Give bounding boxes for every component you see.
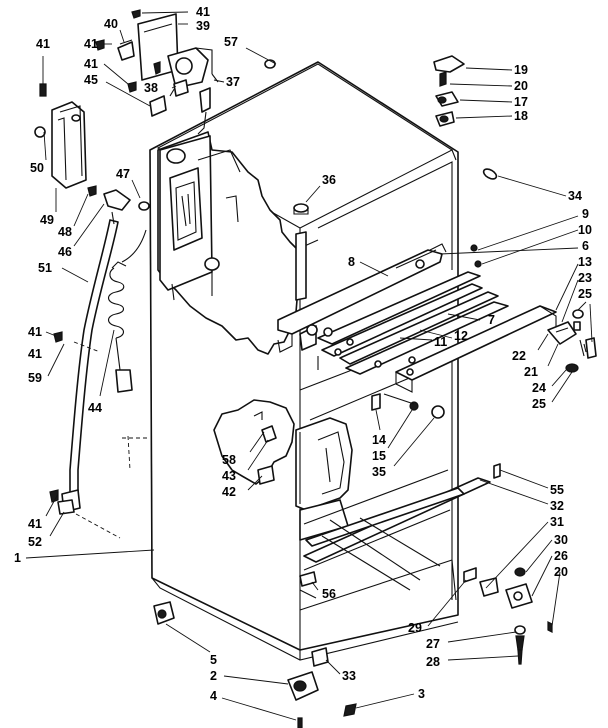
callout-25: 25 — [578, 287, 592, 301]
callout-48: 48 — [58, 225, 72, 239]
callout-17: 17 — [514, 95, 528, 109]
top-right-small-parts — [470, 168, 498, 268]
callout-37: 37 — [226, 75, 240, 89]
callout-6: 6 — [582, 239, 589, 253]
callout-45: 45 — [84, 73, 98, 87]
callout-24: 24 — [532, 381, 546, 395]
callout-4: 4 — [210, 689, 217, 703]
callout-43: 43 — [222, 469, 236, 483]
callout-41: 41 — [196, 5, 210, 19]
callout-59: 59 — [28, 371, 42, 385]
callout-52: 52 — [28, 535, 42, 549]
callout-14: 14 — [372, 433, 386, 447]
callout-15: 15 — [372, 449, 386, 463]
callout-31: 31 — [550, 515, 564, 529]
control-box-parts — [95, 9, 276, 135]
callout-2: 2 — [210, 669, 217, 683]
callout-21: 21 — [524, 365, 538, 379]
callout-5: 5 — [210, 653, 217, 667]
lower-section-parts — [153, 399, 553, 728]
callout-32: 32 — [550, 499, 564, 513]
callout-23: 23 — [578, 271, 592, 285]
callout-1: 1 — [14, 551, 21, 565]
callout-58: 58 — [222, 453, 236, 467]
callout-20: 20 — [514, 79, 528, 93]
callout-35: 35 — [372, 465, 386, 479]
drain-hose-and-cord — [49, 185, 150, 515]
callout-18: 18 — [514, 109, 528, 123]
top-hinge-parts — [433, 55, 465, 127]
callout-36: 36 — [322, 173, 336, 187]
callout-41: 41 — [28, 517, 42, 531]
callout-57: 57 — [224, 35, 238, 49]
callout-7: 7 — [488, 313, 495, 327]
callout-46: 46 — [58, 245, 72, 259]
callout-49: 49 — [40, 213, 54, 227]
callout-38: 38 — [144, 81, 158, 95]
callout-55: 55 — [550, 483, 564, 497]
hinge-bracket-parts — [547, 309, 597, 373]
callout-40: 40 — [104, 17, 118, 31]
callout-28: 28 — [426, 655, 440, 669]
callout-19: 19 — [514, 63, 528, 77]
callout-29: 29 — [408, 621, 422, 635]
callout-3: 3 — [418, 687, 425, 701]
callout-25: 25 — [532, 397, 546, 411]
callout-41: 41 — [84, 57, 98, 71]
callout-10: 10 — [578, 223, 592, 237]
callout-27: 27 — [426, 637, 440, 651]
callout-11: 11 — [434, 335, 447, 349]
callout-26: 26 — [554, 549, 568, 563]
callout-9: 9 — [582, 207, 589, 221]
callout-30: 30 — [554, 533, 568, 547]
leader-lines — [25, 11, 593, 721]
back-bracket — [293, 203, 309, 301]
callout-56: 56 — [322, 587, 336, 601]
reference-lines — [73, 341, 150, 539]
callout-22: 22 — [512, 349, 526, 363]
left-cover-panel — [34, 83, 87, 189]
mid-small-parts — [371, 393, 445, 419]
callout-47: 47 — [116, 167, 130, 181]
callout-41: 41 — [28, 347, 42, 361]
callout-42: 42 — [222, 485, 236, 499]
callout-34: 34 — [568, 189, 582, 203]
shelf-rail-assembly — [277, 243, 557, 393]
callout-13: 13 — [578, 255, 592, 269]
callout-12: 12 — [454, 329, 468, 343]
callout-labels: 41 39 57 40 41 41 45 38 37 41 50 47 49 4… — [14, 5, 592, 703]
callout-50: 50 — [30, 161, 44, 175]
callout-51: 51 — [38, 261, 52, 275]
callout-41: 41 — [28, 325, 42, 339]
callout-41: 41 — [36, 37, 50, 51]
callout-20: 20 — [554, 565, 568, 579]
callout-41: 41 — [84, 37, 98, 51]
callout-44: 44 — [88, 401, 102, 415]
callout-33: 33 — [342, 669, 356, 683]
callout-8: 8 — [348, 255, 355, 269]
callout-39: 39 — [196, 19, 210, 33]
